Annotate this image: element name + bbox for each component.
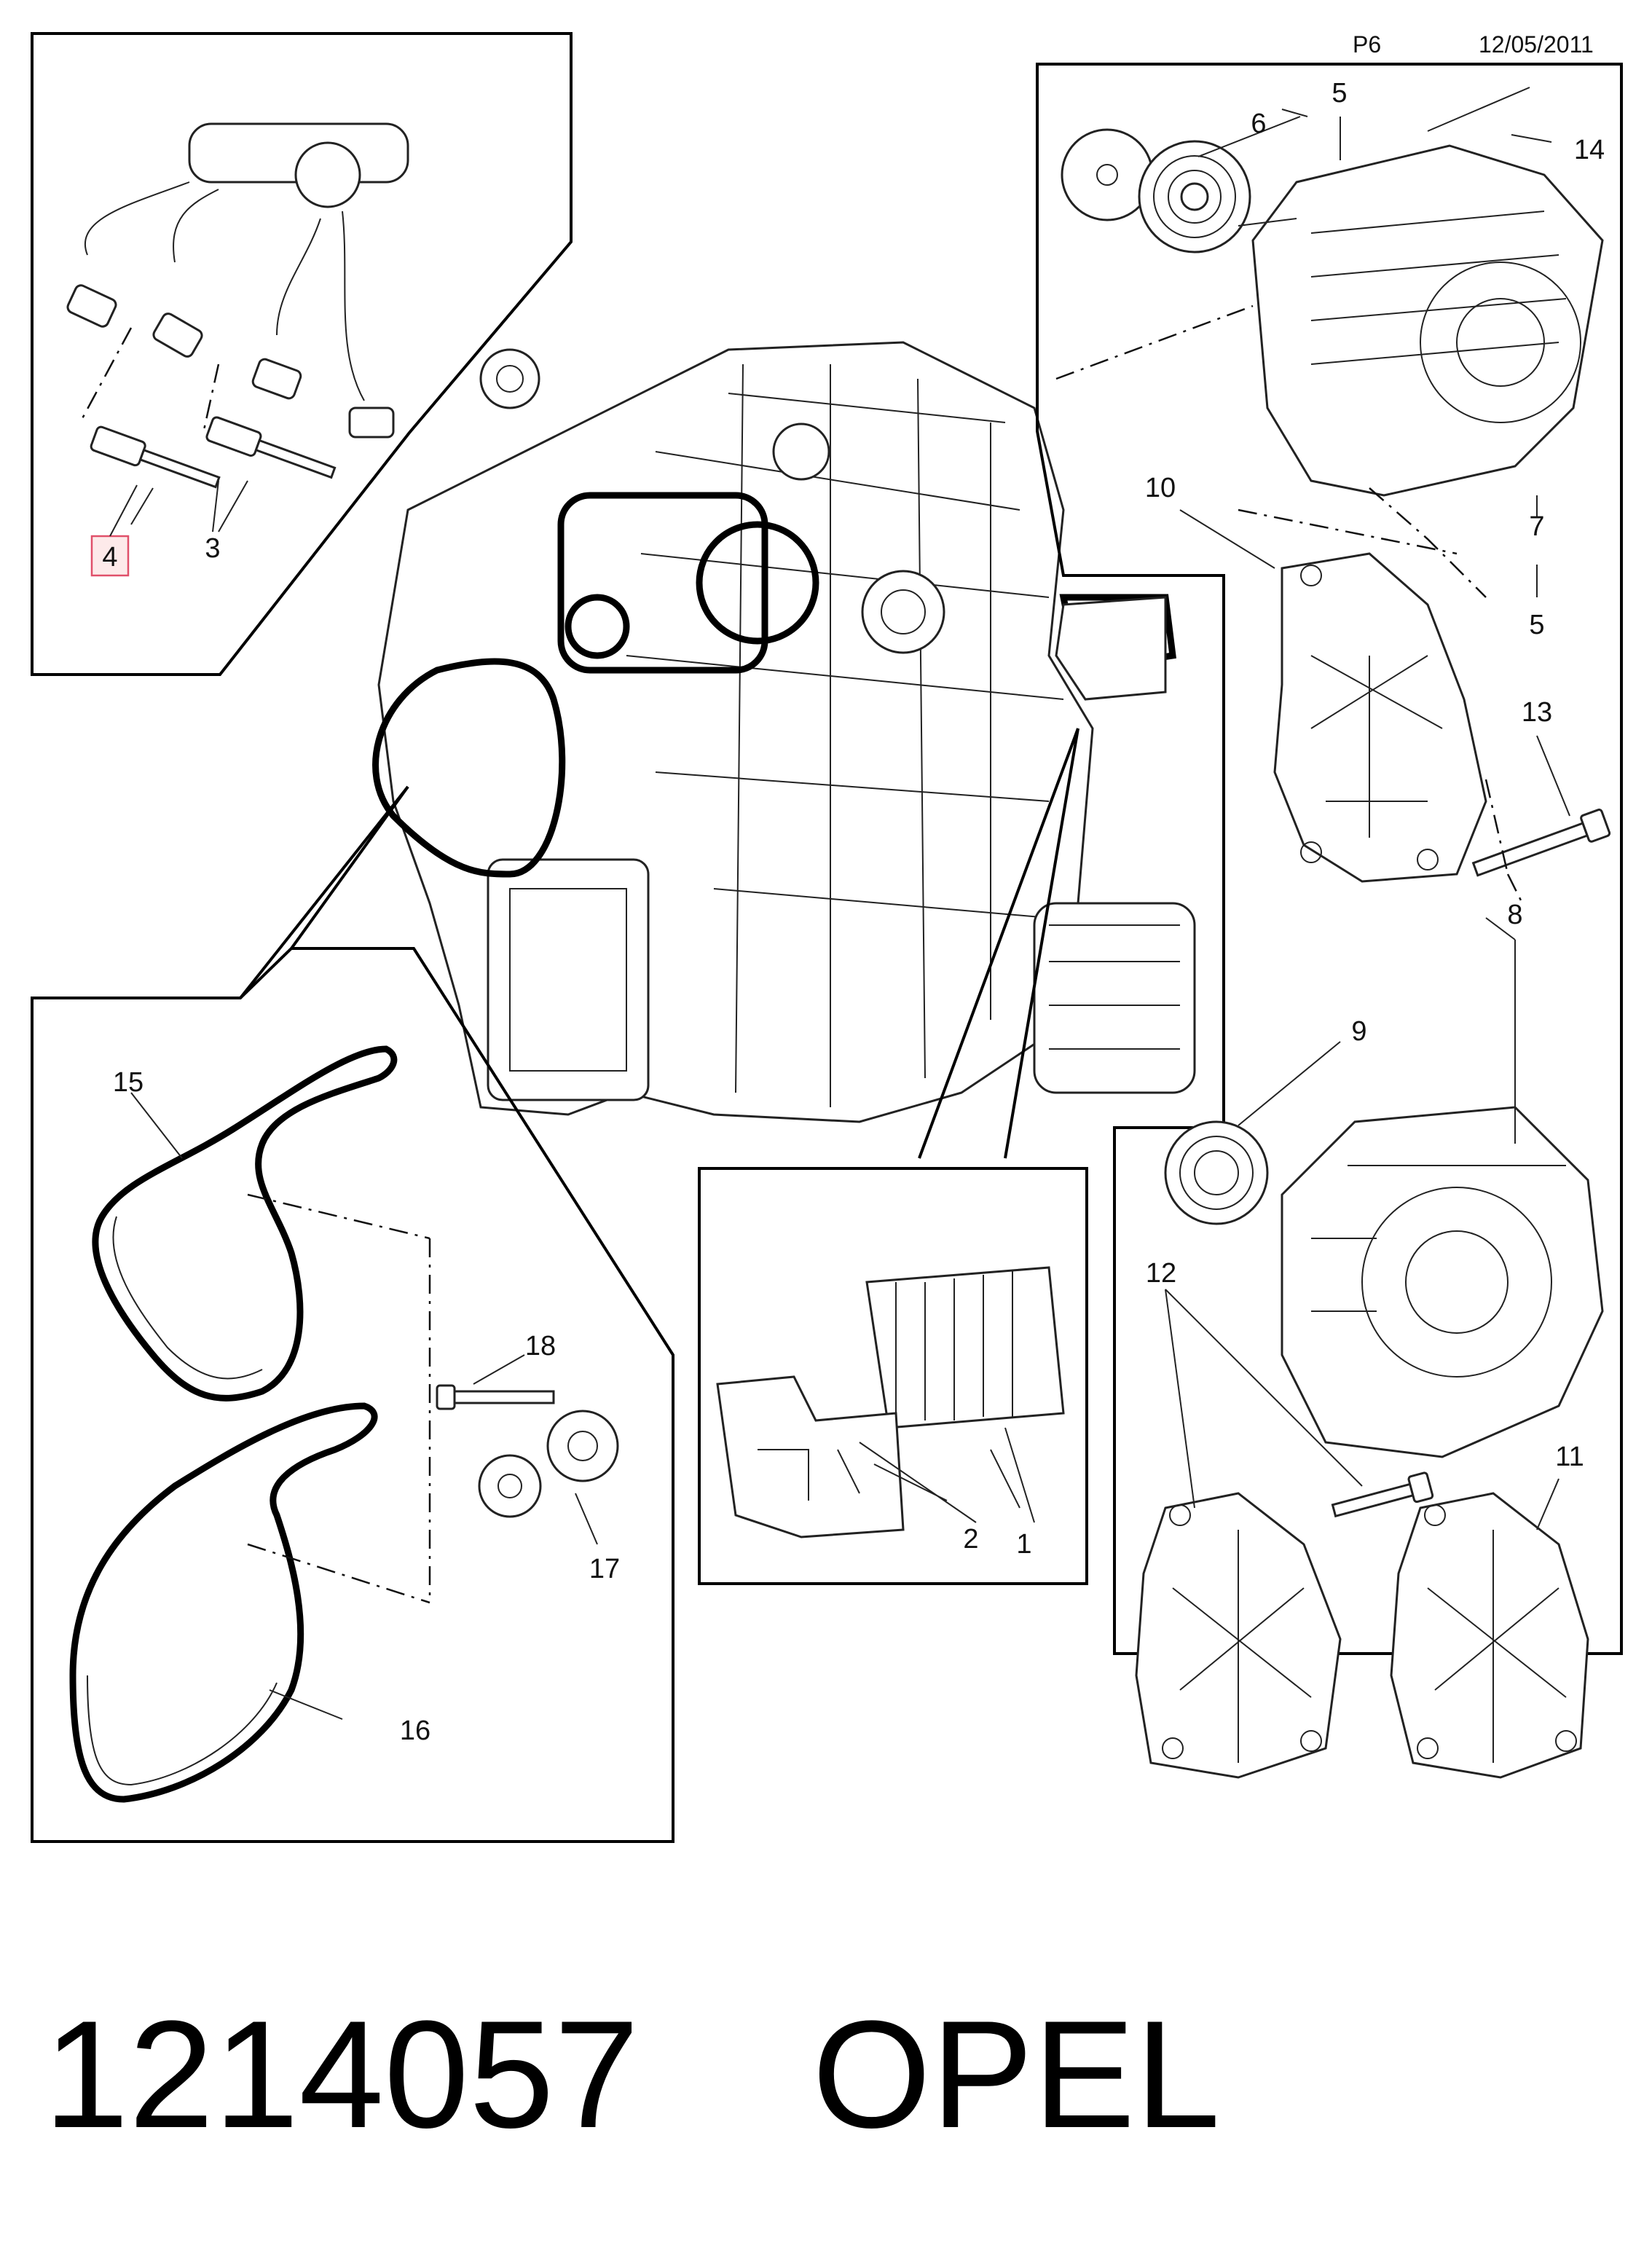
page-code: P6 bbox=[1353, 31, 1381, 58]
callout-16: 16 bbox=[400, 1716, 430, 1746]
callout-1: 1 bbox=[1016, 1529, 1031, 1560]
callout-4: 4 bbox=[102, 542, 117, 573]
callout-17: 17 bbox=[589, 1554, 620, 1584]
belt-panel bbox=[31, 785, 674, 1843]
callout-3: 3 bbox=[205, 533, 220, 564]
callout-10: 10 bbox=[1145, 473, 1176, 503]
callout-6: 6 bbox=[1251, 109, 1266, 139]
callout-7: 7 bbox=[1529, 511, 1544, 542]
alternator-panel-lower bbox=[1135, 1106, 1604, 1779]
callout-5-bottom: 5 bbox=[1529, 610, 1544, 640]
callout-5-top: 5 bbox=[1332, 78, 1347, 109]
brand-name: OPEL bbox=[812, 1989, 1220, 2160]
glow-plug-panel bbox=[31, 32, 573, 676]
callout-8: 8 bbox=[1507, 900, 1522, 930]
diagram-date: 12/05/2011 bbox=[1479, 31, 1594, 58]
callout-11: 11 bbox=[1555, 1442, 1584, 1472]
engine-assembly bbox=[372, 341, 1196, 1123]
callout-4-highlight-box bbox=[90, 535, 130, 577]
relay-panel bbox=[698, 596, 1167, 1585]
part-number: 1214057 bbox=[44, 1989, 640, 2160]
callout-18: 18 bbox=[525, 1331, 556, 1361]
leader-lines bbox=[109, 109, 1570, 1720]
callout-9: 9 bbox=[1351, 1016, 1366, 1047]
callout-12: 12 bbox=[1146, 1258, 1176, 1289]
callout-15: 15 bbox=[113, 1067, 143, 1098]
callout-14: 14 bbox=[1574, 135, 1605, 165]
callout-13: 13 bbox=[1522, 697, 1552, 728]
callout-2: 2 bbox=[963, 1524, 978, 1555]
alternator-panel-upper bbox=[1036, 63, 1623, 1655]
